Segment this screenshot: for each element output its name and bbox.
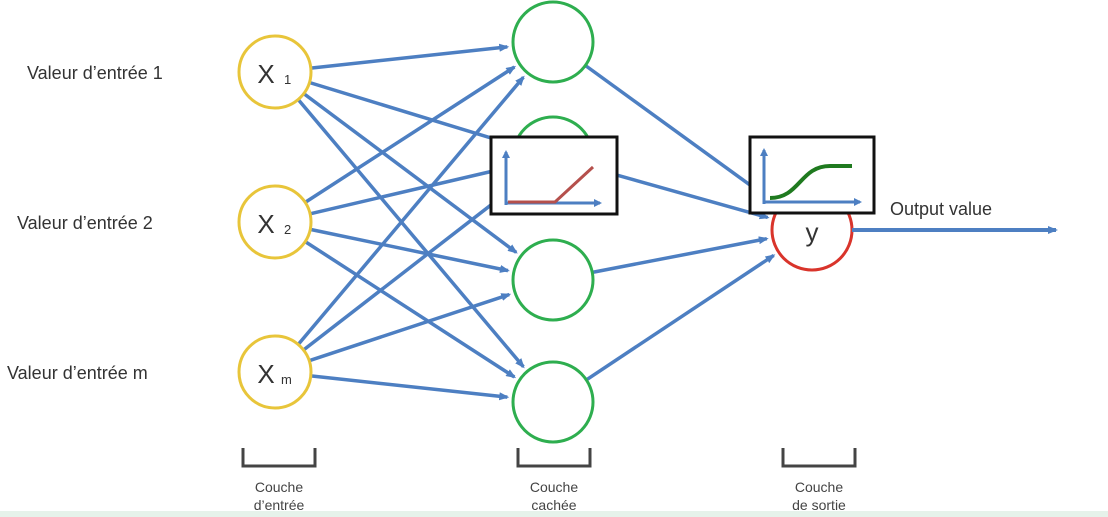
input-layer-line1: Couche — [255, 479, 303, 495]
connection-input-1-hidden-3 — [302, 92, 518, 254]
connections — [296, 43, 777, 401]
sigmoid-activation-box — [748, 135, 876, 215]
output-layer-line2: de sortie — [792, 497, 846, 513]
output-value-label: Output value — [890, 199, 992, 219]
hidden-node-4 — [511, 360, 595, 444]
hidden-layer-line2: cachée — [531, 497, 576, 513]
hidden-node-1 — [511, 0, 595, 84]
hidden-node-3 — [511, 238, 595, 322]
connection-input-2-hidden-1 — [304, 65, 517, 204]
connection-hidden-4-output — [585, 253, 776, 382]
connection-input-1-hidden-4 — [296, 98, 525, 369]
input-layer-caption: Couche d’entrée — [241, 448, 317, 513]
connection-hidden-3-output — [591, 236, 769, 275]
relu-curve — [508, 165, 595, 204]
output-node-label: y — [806, 217, 819, 247]
input-label-m: Valeur d’entrée m — [7, 363, 148, 383]
connection-hidden-1-output — [584, 64, 777, 205]
relu-activation-box — [489, 135, 619, 216]
sigmoid-curve — [769, 164, 852, 200]
connection-hidden-2-output — [591, 166, 770, 220]
input-node-2-subscript: 2 — [284, 222, 291, 237]
svg-text:X: X — [257, 359, 274, 389]
hidden-layer-line1: Couche — [530, 479, 578, 495]
nodes: X 1 X 2 X m y — [237, 0, 854, 444]
input-node-m-subscript: m — [281, 372, 292, 387]
output-layer-caption: Couche de sortie — [781, 448, 857, 513]
input-node-m: X m — [237, 334, 313, 410]
connection-input-3-hidden-1 — [296, 75, 525, 346]
input-node-1: X 1 — [237, 34, 313, 110]
svg-text:X: X — [257, 209, 274, 239]
input-node-1-label: X — [257, 59, 274, 89]
bottom-strip — [0, 511, 1108, 517]
connection-input-2-hidden-2 — [309, 165, 511, 216]
output-layer-line1: Couche — [795, 479, 843, 495]
connection-input-3-hidden-2 — [302, 183, 519, 352]
input-node-1-subscript: 1 — [284, 72, 291, 87]
connection-input-1-hidden-1 — [310, 43, 510, 70]
input-label-2: Valeur d’entrée 2 — [17, 213, 153, 233]
hidden-layer-caption: Couche cachée — [516, 448, 592, 513]
input-layer-line2: d’entrée — [254, 497, 305, 513]
input-node-2-label: X — [257, 209, 274, 239]
input-node-2: X 2 — [237, 184, 313, 260]
svg-text:X: X — [257, 59, 274, 89]
connection-input-2-hidden-3 — [309, 227, 510, 273]
input-node-m-label: X — [257, 359, 274, 389]
connection-input-2-hidden-4 — [304, 240, 517, 379]
input-label-1: Valeur d’entrée 1 — [27, 63, 163, 83]
connection-input-3-hidden-4 — [310, 374, 510, 401]
connection-input-3-hidden-3 — [308, 292, 512, 363]
